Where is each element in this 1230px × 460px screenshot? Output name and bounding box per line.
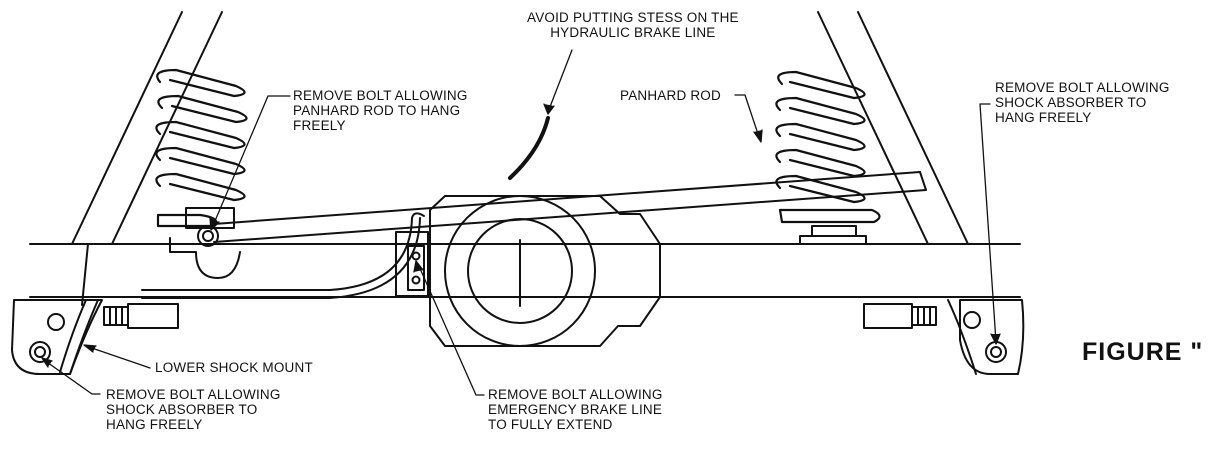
right-lower-shock-mount <box>947 299 1025 375</box>
left-shock-tower <box>71 11 223 306</box>
shock-bolt-left-label: REMOVE BOLT ALLOWING SHOCK ABSORBER TO H… <box>106 387 281 432</box>
panhard-bracket <box>169 207 241 279</box>
lower-shock-mount-label: LOWER SHOCK MOUNT <box>155 360 313 375</box>
right-shock-tower <box>817 11 969 245</box>
panhard-rod-label: PANHARD ROD <box>620 88 721 103</box>
left-lower-shock-mount <box>11 299 103 375</box>
figure-title: FIGURE " <box>1082 338 1204 366</box>
emergency-brake-bolt-label: REMOVE BOLT ALLOWING EMERGENCY BRAKE LIN… <box>488 387 663 432</box>
left-coil-spring <box>155 68 248 228</box>
shock-bolt-right-label: REMOVE BOLT ALLOWING SHOCK ABSORBER TO H… <box>995 80 1170 125</box>
right-coil-spring <box>775 70 881 224</box>
brake-line-warning-label: AVOID PUTTING STESS ON THE HYDRAULIC BRA… <box>527 10 739 40</box>
left-axle-stud <box>103 303 179 329</box>
emergency-brake-cable <box>141 212 425 299</box>
leader-lines <box>41 49 1001 396</box>
emergency-brake-bracket <box>395 231 429 297</box>
right-spring-pad <box>799 225 867 245</box>
hydraulic-brake-line <box>508 116 550 180</box>
panhard-rod <box>213 171 927 243</box>
panhard-bolt-label: REMOVE BOLT ALLOWING PANHARD ROD TO HANG… <box>293 88 468 133</box>
right-axle-stud <box>863 303 937 329</box>
